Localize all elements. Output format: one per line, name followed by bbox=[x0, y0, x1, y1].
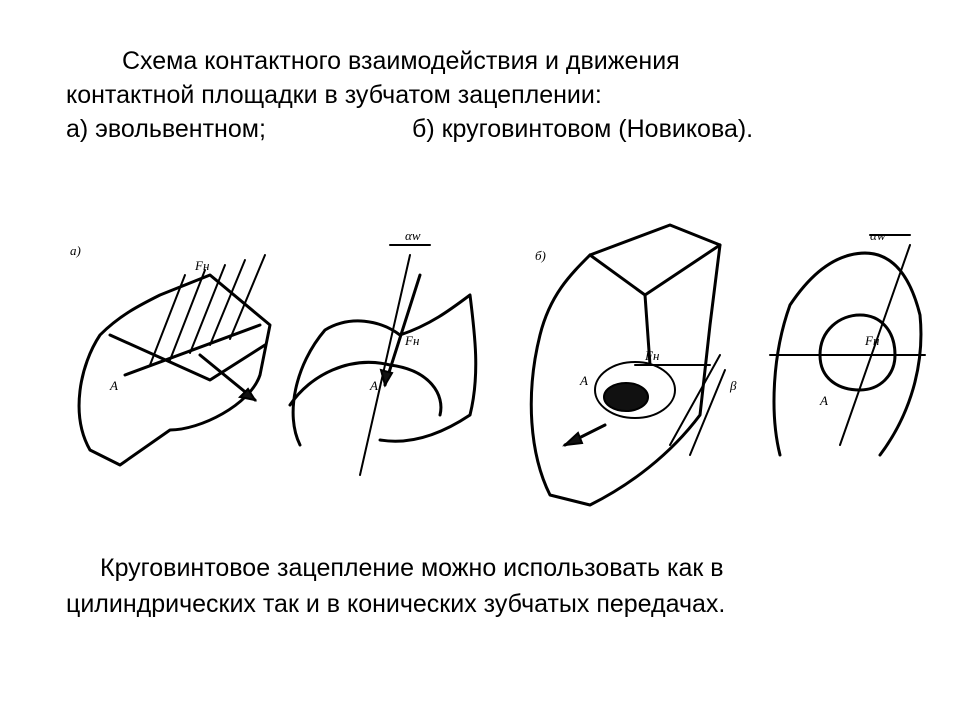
title-line-1: Схема контактного взаимодействия и движе… bbox=[122, 47, 680, 75]
note-line-2: цилиндрических так и в конических зубчат… bbox=[66, 590, 726, 618]
point-label-mesh-a: A bbox=[369, 378, 378, 393]
slide-note: Круговинтовое зацепление можно использов… bbox=[66, 550, 926, 622]
note-line-1: Круговинтовое зацепление можно использов… bbox=[100, 554, 724, 582]
point-label-b: A bbox=[579, 373, 588, 388]
angle-label-a: αw bbox=[405, 228, 421, 243]
novikov-tooth-sketch bbox=[529, 223, 726, 507]
force-label-mesh-b: Fн bbox=[864, 333, 879, 348]
gear-contact-figure: а) б) Fн A αw Fн A Fн A β αw Fн A bbox=[50, 215, 930, 515]
force-label-a: Fн bbox=[194, 258, 209, 273]
point-label-mesh-b: A bbox=[819, 393, 828, 408]
gear-contact-drawing: а) б) Fн A αw Fн A Fн A β αw Fн A bbox=[70, 223, 926, 507]
involute-tooth-sketch bbox=[77, 254, 272, 467]
title-variant-b: б) круговинтовом (Новикова). bbox=[412, 115, 754, 143]
force-label-mesh-a: Fн bbox=[404, 333, 419, 348]
title-line-2: контактной площадки в зубчатом зацеплени… bbox=[66, 81, 602, 109]
angle-label-b: αw bbox=[870, 228, 886, 243]
title-variant-a: а) эвольвентном; bbox=[66, 115, 266, 143]
point-label-a: A bbox=[109, 378, 118, 393]
beta-label-b: β bbox=[729, 378, 737, 393]
label-a: а) bbox=[70, 243, 81, 258]
force-label-b: Fн bbox=[644, 348, 659, 363]
label-b: б) bbox=[535, 248, 546, 263]
slide-title: Схема контактного взаимодействия и движе… bbox=[66, 44, 926, 146]
involute-mesh-sketch bbox=[288, 244, 478, 476]
novikov-mesh-sketch bbox=[769, 234, 926, 457]
title-line-3: а) эвольвентном; б) круговинтовом (Новик… bbox=[66, 112, 926, 146]
